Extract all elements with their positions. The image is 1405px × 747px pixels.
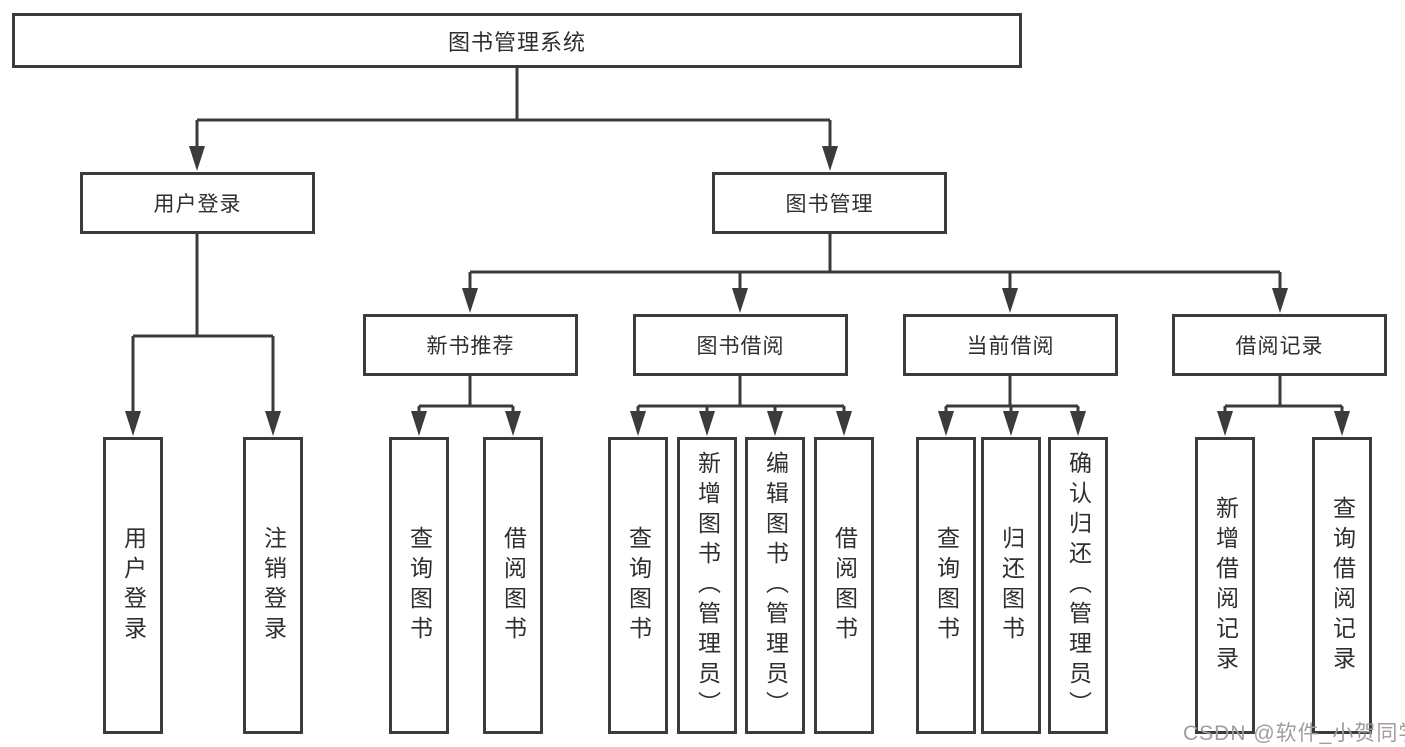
leaf-confirm-return-admin-label: 确认归还（管理员） <box>1065 450 1092 721</box>
leaf-borrow-query-book: 查询图书 <box>608 437 668 734</box>
leaf-recommend-borrow-book: 借阅图书 <box>483 437 543 734</box>
leaf-add-borrow-record-label: 新增借阅记录 <box>1212 495 1239 676</box>
node-book-management: 图书管理 <box>712 172 947 234</box>
node-root-label: 图书管理系统 <box>447 29 586 55</box>
node-book-management-label: 图书管理 <box>785 193 874 216</box>
node-new-book-recommend: 新书推荐 <box>363 314 578 376</box>
leaf-user-login: 用户登录 <box>103 437 163 734</box>
node-current-borrow: 当前借阅 <box>903 314 1118 376</box>
leaf-return-book: 归还图书 <box>981 437 1041 734</box>
leaf-return-book-label: 归还图书 <box>998 525 1025 646</box>
node-root-system: 图书管理系统 <box>12 13 1022 68</box>
leaf-borrow-book-label: 借阅图书 <box>831 525 858 646</box>
leaf-confirm-return-admin: 确认归还（管理员） <box>1048 437 1108 734</box>
leaf-logout: 注销登录 <box>243 437 303 734</box>
node-new-book-recommend-label: 新书推荐 <box>426 335 515 358</box>
leaf-recommend-borrow-book-label: 借阅图书 <box>500 525 527 646</box>
leaf-user-login-label: 用户登录 <box>120 525 147 646</box>
leaf-current-query-book-label: 查询图书 <box>933 525 960 646</box>
leaf-edit-book-admin: 编辑图书（管理员） <box>745 437 805 734</box>
leaf-query-borrow-record: 查询借阅记录 <box>1312 437 1372 734</box>
leaf-add-book-admin-label: 新增图书（管理员） <box>694 450 721 721</box>
leaf-logout-label: 注销登录 <box>260 525 287 646</box>
leaf-query-borrow-record-label: 查询借阅记录 <box>1329 495 1356 676</box>
node-book-borrow: 图书借阅 <box>633 314 848 376</box>
leaf-borrow-book: 借阅图书 <box>814 437 874 734</box>
leaf-add-borrow-record: 新增借阅记录 <box>1195 437 1255 734</box>
leaf-borrow-query-book-label: 查询图书 <box>625 525 652 646</box>
node-book-borrow-label: 图书借阅 <box>696 335 785 358</box>
leaf-add-book-admin: 新增图书（管理员） <box>677 437 737 734</box>
node-user-login: 用户登录 <box>80 172 315 234</box>
leaf-current-query-book: 查询图书 <box>916 437 976 734</box>
leaf-edit-book-admin-label: 编辑图书（管理员） <box>762 450 789 721</box>
leaf-recommend-query-book: 查询图书 <box>389 437 449 734</box>
node-user-login-label: 用户登录 <box>153 193 242 216</box>
csdn-watermark: CSDN @软件_小贺同学 <box>1183 722 1405 745</box>
leaf-recommend-query-book-label: 查询图书 <box>406 525 433 646</box>
node-borrow-record: 借阅记录 <box>1172 314 1387 376</box>
node-borrow-record-label: 借阅记录 <box>1235 335 1324 358</box>
node-current-borrow-label: 当前借阅 <box>966 335 1055 358</box>
